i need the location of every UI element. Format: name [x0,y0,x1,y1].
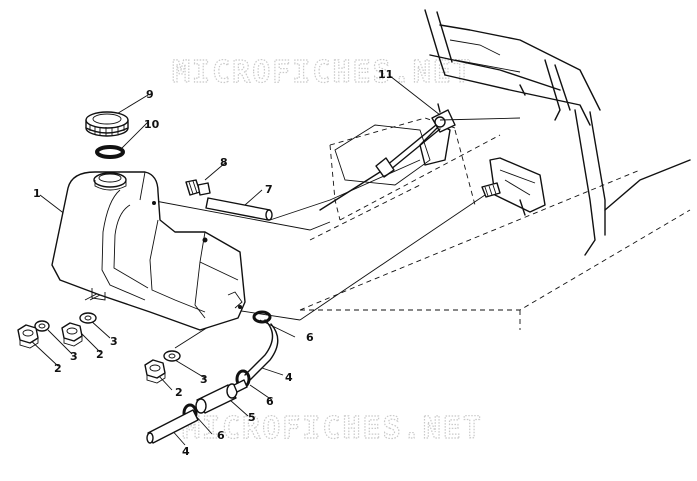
callout-labels: 1 2 2 2 3 3 3 4 4 5 6 6 6 7 8 9 10 11 [33,68,393,458]
clamp-item-6-upper[interactable] [252,310,272,324]
callout-7: 7 [265,183,273,196]
callout-6-lower: 6 [217,429,225,442]
callout-10: 10 [144,118,160,131]
callout-4-upper: 4 [285,371,293,384]
callout-4-lower: 4 [182,445,190,458]
nut-item-2-middle[interactable] [61,322,83,347]
fuel-line-item-4-upper[interactable] [244,319,279,381]
callout-2-lower: 2 [175,386,183,399]
fuel-tank-item-1[interactable] [51,171,246,331]
callout-3-left: 3 [70,350,78,363]
fuel-filter-item-5[interactable] [195,379,248,414]
fuel-valve-item-11[interactable] [431,103,456,133]
watermark-bottom: MICROFICHES.NET [182,411,483,446]
fuel-line-item-4-lower[interactable] [146,409,199,444]
fuel-line-long [319,117,521,211]
fitting-item-8[interactable] [185,179,211,196]
callout-5: 5 [248,411,256,424]
fuel-fitting-right [481,182,501,198]
callout-3-middle: 3 [110,335,118,348]
callout-2-left: 2 [54,362,62,375]
fuel-cap-item-9[interactable] [85,111,129,137]
washer-item-3-left[interactable] [34,320,50,332]
washer-item-3-middle[interactable] [79,312,97,324]
vent-tube-item-7[interactable] [205,197,273,221]
nut-item-2-left[interactable] [17,324,39,349]
watermark-top: MICROFICHES.NET [172,55,473,90]
callout-6-upper: 6 [306,331,314,344]
callout-3-lower: 3 [200,373,208,386]
callout-2-middle: 2 [96,348,104,361]
frame-structure [419,9,691,256]
callout-11: 11 [378,68,393,81]
vehicle-frame-outline [299,117,691,330]
callout-9: 9 [146,88,154,101]
callout-6-middle: 6 [266,395,274,408]
callout-8: 8 [220,156,228,169]
gasket-item-10[interactable] [95,145,125,159]
callout-1: 1 [33,187,41,200]
nut-item-2-lower[interactable] [144,359,166,384]
washer-item-3-lower[interactable] [163,350,181,362]
